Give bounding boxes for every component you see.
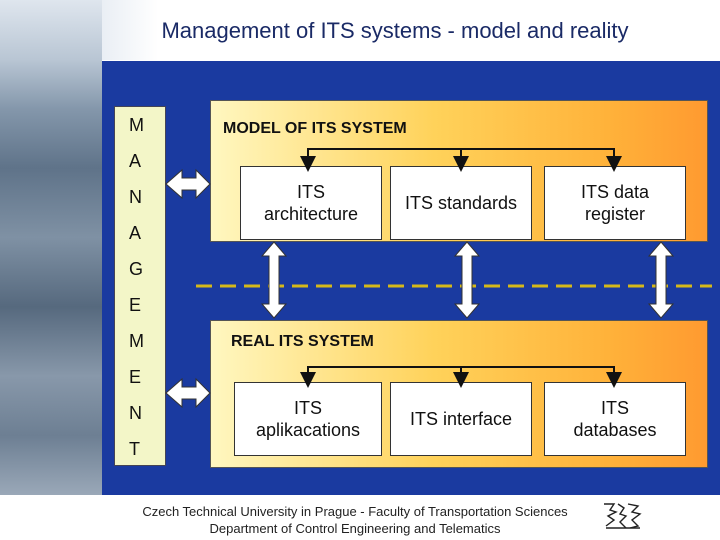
footer-line-2: Department of Control Engineering and Te… <box>209 521 501 536</box>
management-letter: G <box>129 259 144 279</box>
management-letter: E <box>129 295 142 315</box>
header-photo-strip <box>0 0 720 60</box>
management-real-arrow <box>165 377 211 409</box>
management-letter: N <box>129 187 142 207</box>
management-letter: E <box>129 367 142 387</box>
management-model-arrow <box>165 168 211 200</box>
model-panel-label: MODEL OF ITS SYSTEM <box>223 120 407 137</box>
its-databases-box: ITS databases <box>544 382 686 456</box>
management-letter: T <box>129 439 140 459</box>
management-letter: M <box>129 115 144 135</box>
management-bar: M A N A G E M E N T <box>114 106 166 466</box>
model-bracket-connector <box>300 148 622 172</box>
architecture-applications-arrow <box>260 241 288 319</box>
university-logo-icon <box>604 503 642 529</box>
footer: Czech Technical University in Prague - F… <box>100 503 610 537</box>
its-interface-box: ITS interface <box>390 382 532 456</box>
management-letter: N <box>129 403 142 423</box>
management-letter: A <box>129 151 142 171</box>
management-letter: M <box>129 331 144 351</box>
real-bracket-connector <box>300 366 622 388</box>
its-standards-box: ITS standards <box>390 166 532 240</box>
register-databases-arrow <box>647 241 675 319</box>
slide-title: Management of ITS systems - model and re… <box>161 18 629 43</box>
its-applications-box: ITS aplikacations <box>234 382 382 456</box>
standards-interface-arrow <box>453 241 481 319</box>
real-panel-label: REAL ITS SYSTEM <box>231 333 374 350</box>
management-letter: A <box>129 223 142 243</box>
footer-line-1: Czech Technical University in Prague - F… <box>142 504 568 519</box>
highway-photo <box>0 0 102 495</box>
